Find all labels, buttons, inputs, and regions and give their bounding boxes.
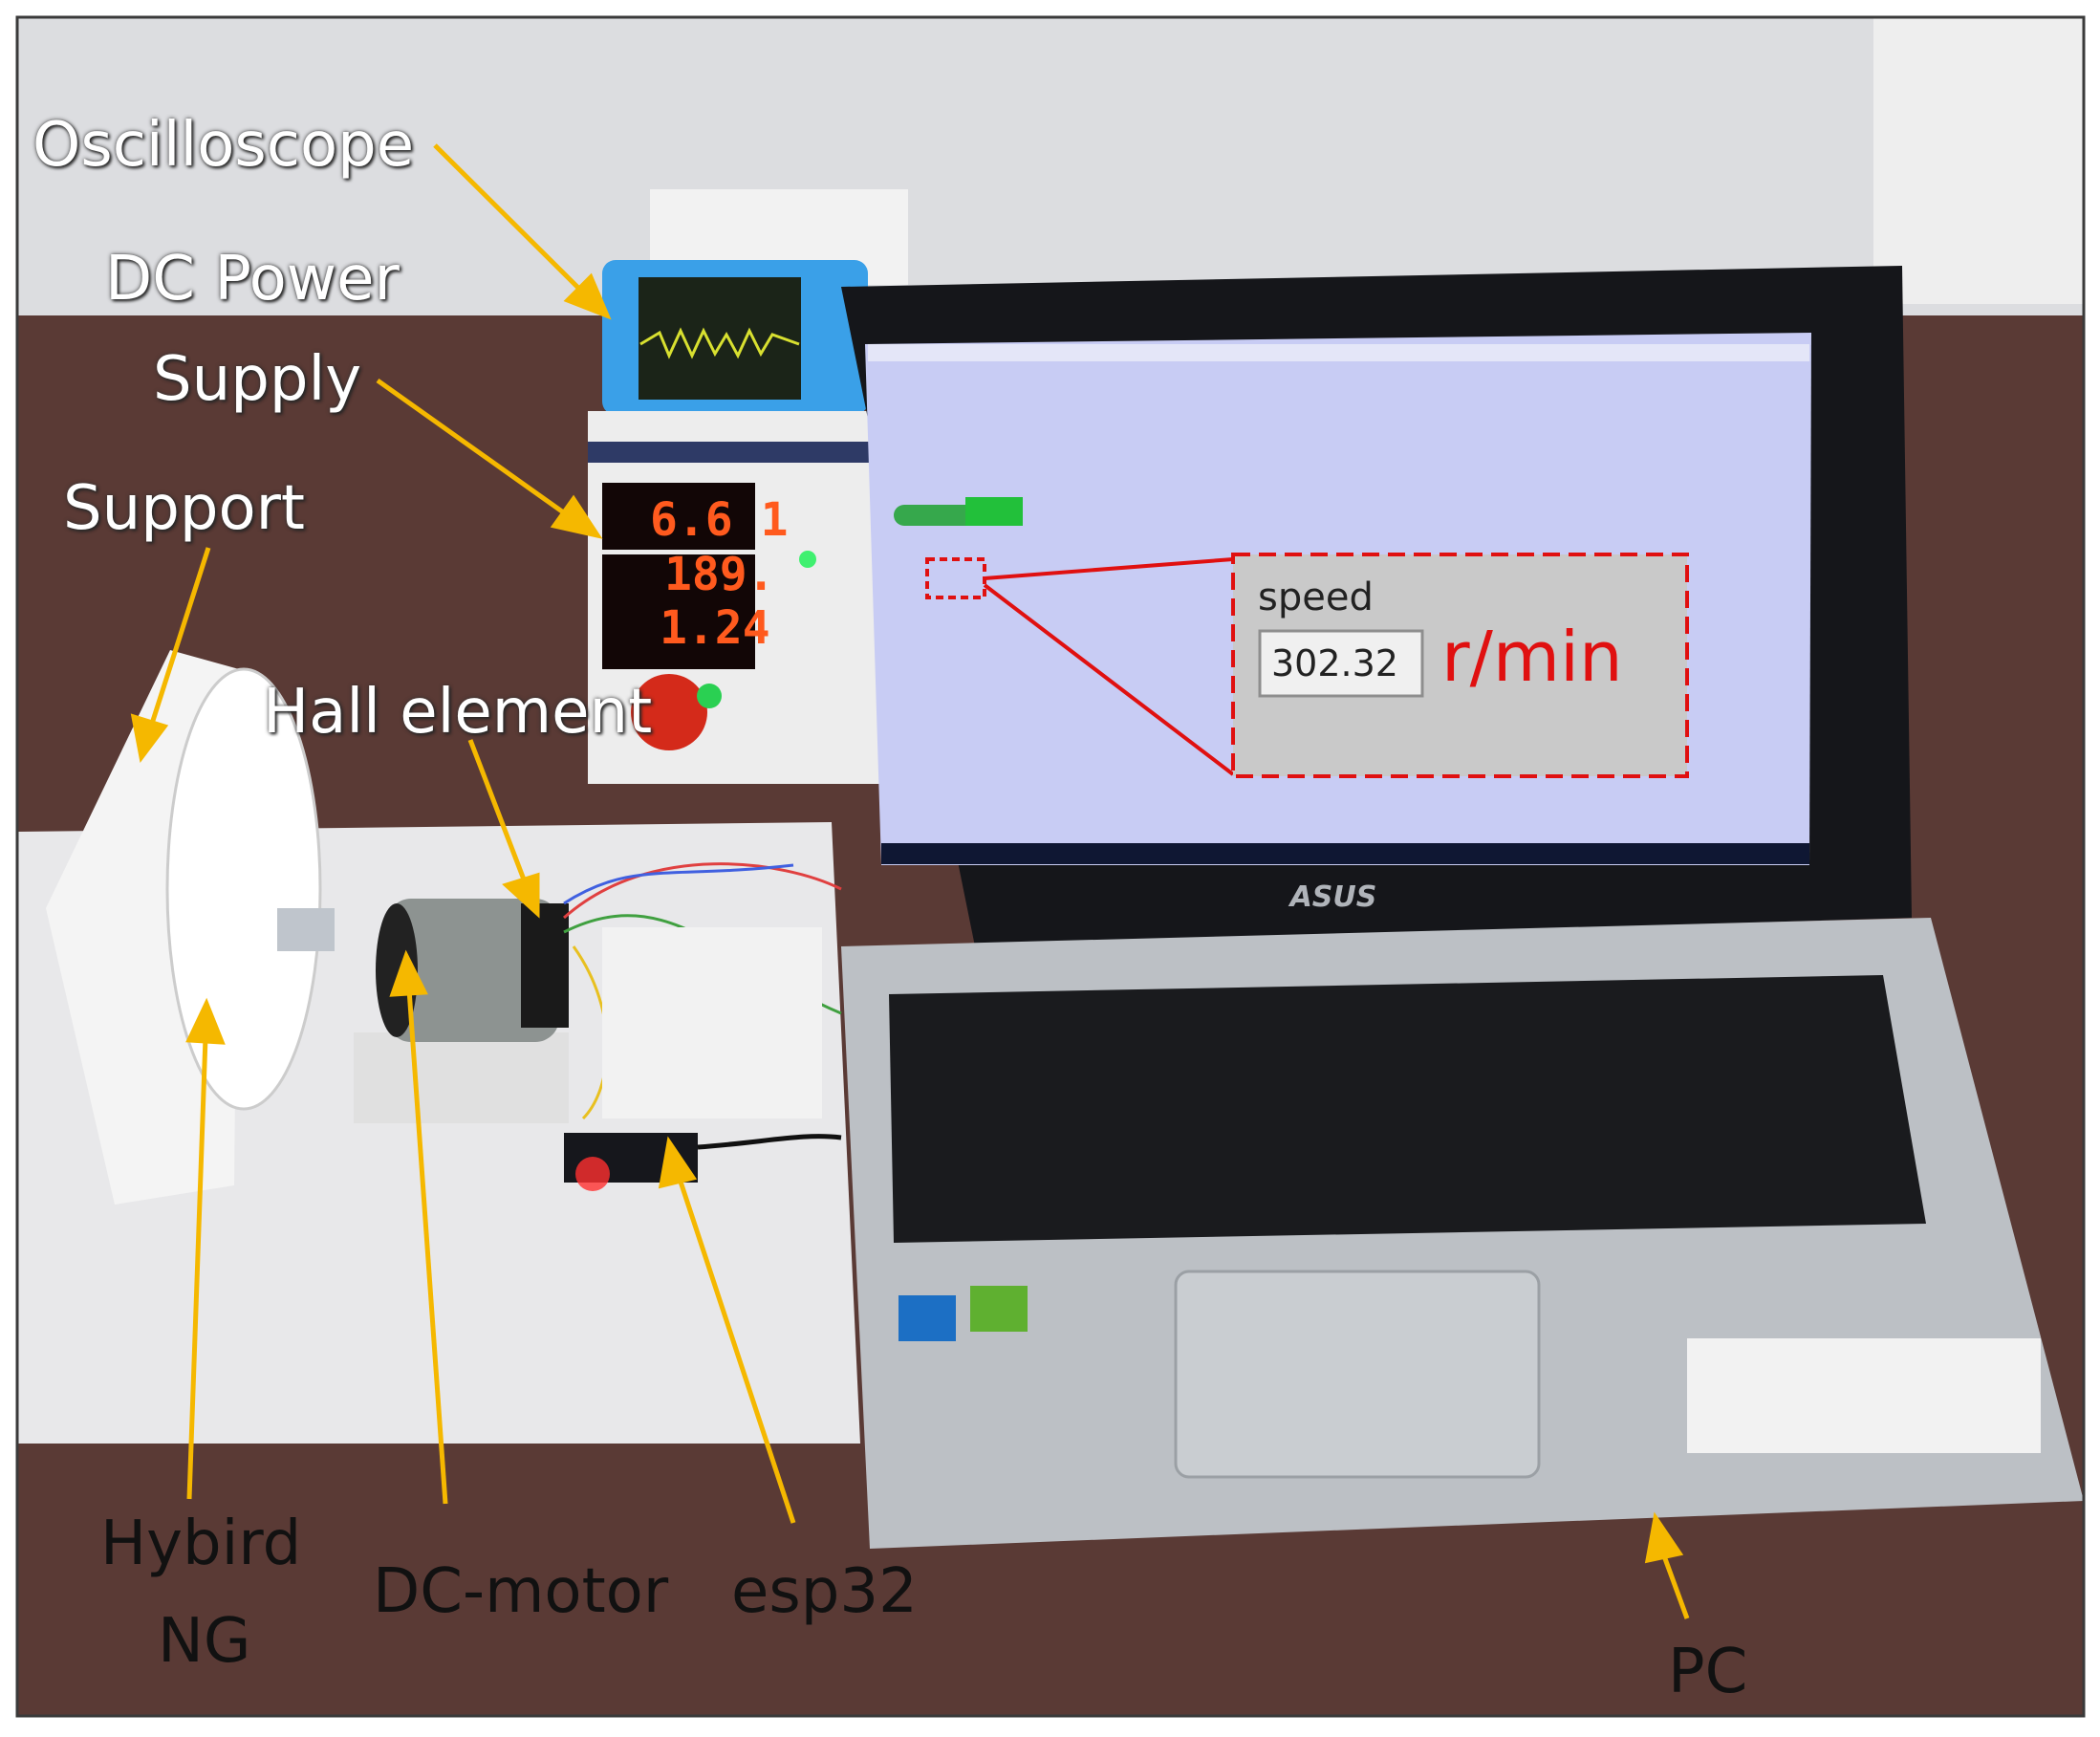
label-hybrid-line2: NG	[158, 1606, 251, 1677]
dc-motor-face	[376, 903, 418, 1037]
power-knob-red	[631, 674, 707, 750]
power-readout-voltage: 6.6 1	[650, 493, 789, 547]
shaft-coupler	[277, 908, 335, 951]
speed-value-field	[1258, 629, 1424, 698]
label-pc: PC	[1668, 1637, 1748, 1707]
oscilloscope-waveform	[639, 327, 800, 359]
app-titlebar	[868, 344, 1809, 361]
arrow-power-supply	[376, 378, 571, 519]
label-hall-element: Hall element	[263, 677, 653, 748]
oscilloscope-screen	[639, 277, 801, 400]
power-supply-banner	[588, 442, 884, 463]
speed-value: 302.32	[1271, 642, 1398, 684]
power-led-green	[697, 684, 722, 708]
annotation-arrows	[130, 143, 1690, 1619]
arrow-support	[148, 547, 211, 727]
intel-sticker	[898, 1295, 956, 1341]
breadboard	[602, 927, 822, 1118]
hall-sensor-housing	[521, 903, 569, 1028]
arrow-hall-element	[467, 739, 527, 880]
label-hybrid-line1: Hybird	[100, 1509, 302, 1579]
nvidia-sticker	[970, 1286, 1028, 1332]
arrow-esp32	[676, 1175, 796, 1524]
esp32-led-glow	[575, 1157, 610, 1191]
laptop-brand-logo: ASUS	[1288, 880, 1377, 914]
touchpad	[1174, 1270, 1541, 1479]
wire-red	[563, 862, 842, 920]
callout-line-top	[984, 557, 1234, 580]
dc-motor-body	[387, 899, 559, 1042]
callout-line-bottom	[983, 583, 1235, 776]
power-readout-current: 189.	[664, 548, 775, 601]
arrow-hybrid-ng	[186, 1036, 208, 1500]
generator-disc	[165, 667, 322, 1111]
power-display-power	[602, 602, 755, 669]
label-oscilloscope: Oscilloscope	[32, 110, 415, 181]
label-support: Support	[63, 473, 305, 544]
wire-blue	[563, 863, 794, 905]
speed-title: speed	[1258, 575, 1374, 619]
taskbar	[881, 843, 1809, 864]
motor-platform	[354, 1032, 569, 1123]
keyboard	[889, 975, 1926, 1243]
power-readout-power: 1.24	[660, 601, 770, 655]
app-status-indicator	[965, 497, 1023, 526]
wall-panel	[1873, 17, 2084, 304]
arrow-pc	[1660, 1552, 1690, 1619]
app-start-button	[894, 505, 985, 526]
asus-feature-sticker	[1687, 1338, 2041, 1453]
photo-border	[15, 15, 2086, 1718]
power-display-voltage	[602, 483, 755, 550]
label-dc-power: DC Power	[105, 244, 400, 315]
arrow-dc-motor	[406, 988, 448, 1505]
power-indicator-led	[799, 551, 816, 568]
label-esp32: esp32	[731, 1556, 918, 1627]
label-dc-motor: DC-motor	[373, 1556, 669, 1627]
arrow-oscilloscope	[433, 143, 587, 296]
speed-unit: r/min	[1441, 617, 1623, 697]
label-supply: Supply	[153, 344, 362, 415]
usb-cable	[697, 1134, 842, 1150]
